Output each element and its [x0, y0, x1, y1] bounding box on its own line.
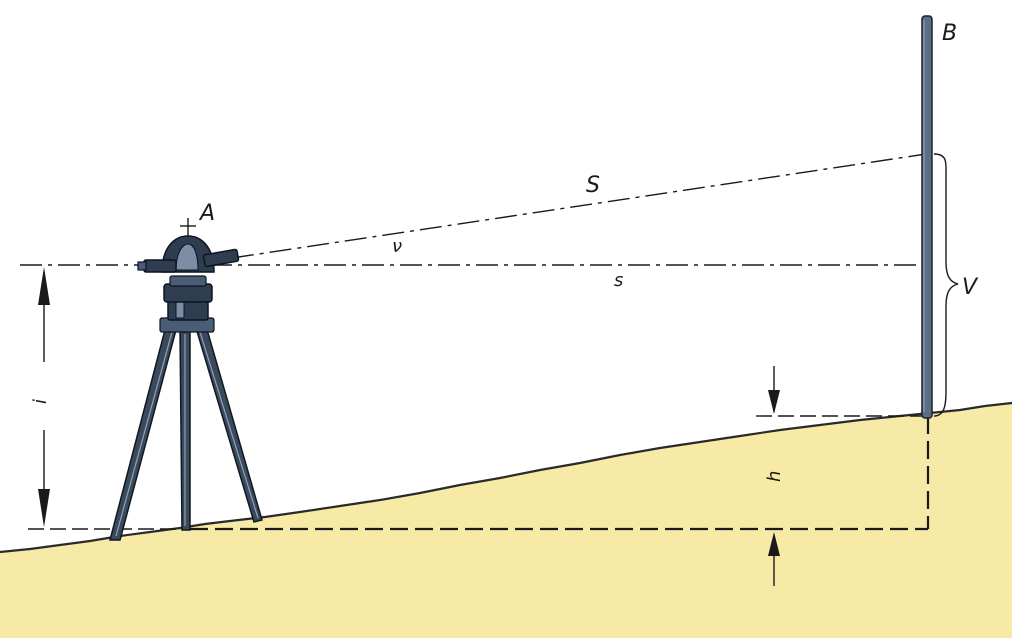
instrument-height-arrow [38, 267, 50, 527]
ground-surface-line [0, 401, 1012, 554]
label-slope-distance: S [586, 173, 600, 198]
label-instrument-height: i [30, 399, 51, 404]
vertical-offset-brace [933, 153, 959, 417]
slope-sight-line [231, 153, 927, 259]
theodolite [137, 218, 240, 333]
label-vertical-offset: V [962, 275, 979, 300]
ground-terrain [0, 403, 1012, 638]
label-height-difference: h [764, 471, 785, 482]
label-horizontal-distance: s [614, 270, 623, 291]
height-difference-arrows [768, 366, 780, 586]
label-point-a: A [198, 201, 215, 226]
label-vertical-angle: ν [392, 236, 402, 257]
tripod [109, 324, 263, 541]
label-point-b: B [942, 21, 957, 46]
